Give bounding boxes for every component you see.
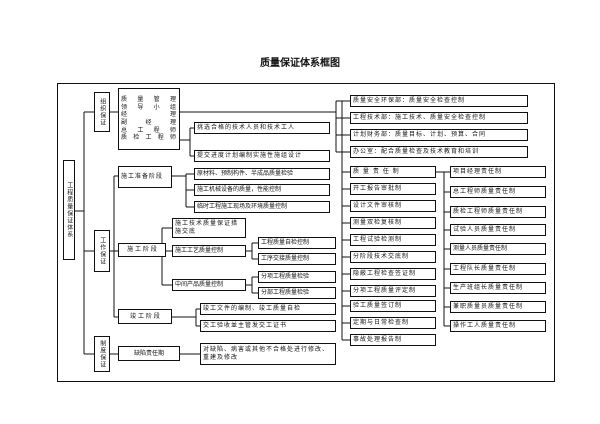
dept-safety-box: 质量安全环保部：质量安全检查控制 (350, 95, 528, 107)
work-guarantee-box: 工作保证 (94, 230, 110, 272)
diagram-title: 质量保证体系框图 (260, 58, 340, 69)
machinery-control-box: 施工机械设备的质量，性能控制 (194, 184, 330, 196)
sub-item-inspection-box: 分项工程质量检验 (258, 271, 336, 283)
responsibility-item: 兼职质量员质量责任制 (450, 301, 546, 313)
system-item: 设计文件审核制 (350, 200, 436, 212)
schedule-plan-box: 提交进度计划编制实施性施组设计 (194, 150, 330, 162)
responsibility-item: 工程队长质量责任制 (450, 263, 546, 275)
org-line: 质 量 管 理 (121, 96, 177, 104)
responsibility-item: 生产班组长质量责任制 (450, 282, 546, 294)
prep-stage-box: 施工准备阶段 (118, 166, 172, 188)
system-item: 分阶段技术交底制 (350, 251, 436, 263)
system-item: 定期与日常检查制 (350, 317, 436, 329)
construct-stage-box: 施 工 阶 段 (118, 243, 166, 257)
org-leadership-box: 质 量 管 理 领 导 小 组 经 理 副 经 理 总 工 程 师 质检工程师 (118, 88, 180, 150)
system-guarantee-box: 制度保证 (94, 336, 110, 372)
completion-docs-box: 竣工文件的编制、竣工质量自检 (200, 303, 336, 315)
system-item: 分项工程质量评定制 (350, 285, 436, 297)
dept-finance-box: 计划财务部：质量目标、计划、预算、合同 (350, 129, 528, 141)
process-quality-box: 施工工艺质量控制 (172, 245, 246, 257)
temp-works-control-box: 临时工程施工现场及环境质量控制 (194, 201, 330, 213)
org-guarantee-box: 组织保证 (94, 92, 110, 132)
defect-repair-box: 对缺陷、病害或其他不合格处进行修改、重建及修改 (200, 343, 336, 365)
tech-disclosure-box: 施工技术质量保证措施交底 (172, 218, 246, 238)
dept-office-box: 办公室：配合质量检查及技术教育和培训 (350, 146, 528, 158)
org-line: 副 经 理 (121, 119, 177, 126)
defect-period-box: 缺陷责任期 (118, 346, 180, 361)
system-item: 开工报告审批制 (350, 183, 436, 195)
responsibility-item: 测量人员质量责任制 (450, 243, 546, 255)
responsibility-item: 质检工程师质量责任制 (450, 206, 546, 218)
org-line: 总 工 程 师 (121, 126, 177, 134)
system-item: 测量双检复核制 (350, 217, 436, 229)
outer-frame (57, 83, 555, 382)
root-box: 工程质量保证体系 (63, 160, 75, 260)
system-item: 隐蔽工程检查签证制 (350, 268, 436, 280)
responsibility-item: 操作工人质量责任制 (450, 320, 546, 332)
system-item: 工程试验检测制 (350, 234, 436, 246)
system-item: 质 量 责 任 制 (350, 166, 436, 178)
responsibility-item: 总工程师质量责任制 (450, 186, 546, 198)
responsibility-item: 项目经理责任制 (450, 166, 546, 178)
division-inspection-box: 分部工程质量检验 (258, 287, 336, 299)
responsibility-item: 试验人员质量责任制 (450, 224, 546, 236)
org-line: 质检工程师 (121, 134, 177, 142)
org-line: 领 导 小 组 (121, 103, 177, 111)
material-inspection-box: 原材料、预制构件、半成品质量检验 (194, 168, 330, 180)
self-inspection-box: 工程质量自检控制 (258, 237, 336, 249)
complete-stage-box: 竣 工 阶 段 (118, 309, 172, 324)
handover-acceptance-box: 交工验收並主管发交工证书 (200, 320, 336, 332)
intermediate-product-box: 中间产品质量控制 (172, 279, 246, 291)
system-item: 事故处理报告制 (350, 334, 436, 346)
org-line: 经 理 (121, 111, 177, 119)
handover-control-box: 工序交接质量控制 (258, 253, 336, 265)
dept-engineering-box: 工程技术部：施工技术、质量安全检查控制 (350, 112, 528, 124)
select-qualified-staff-box: 挑选合格的技术人员和技术工人 (194, 122, 330, 134)
system-item: 验工质量签订制 (350, 300, 436, 312)
